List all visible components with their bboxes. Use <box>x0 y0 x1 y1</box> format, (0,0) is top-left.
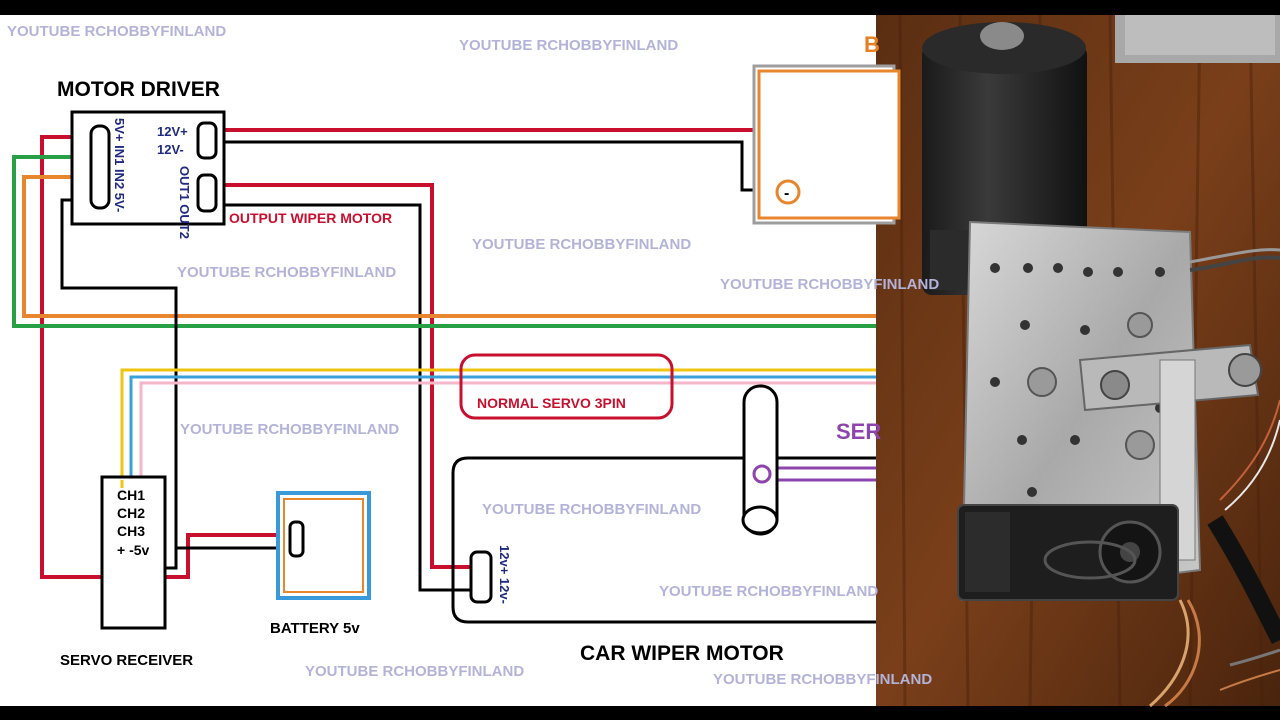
top-bar <box>0 0 1280 15</box>
wire-in2 <box>22 175 876 318</box>
watermark: YOUTUBE RCHOBBYFINLAND <box>7 23 226 40</box>
battery-12v-box: - B <box>752 32 901 225</box>
watermark: YOUTUBE RCHOBBYFINLAND <box>659 583 878 600</box>
battery-minus-terminal <box>775 179 801 205</box>
watermark: YOUTUBE RCHOBBYFINLAND <box>180 421 399 438</box>
watermark: YOUTUBE RCHOBBYFINLAND <box>177 264 396 281</box>
watermark: YOUTUBE RCHOBBYFINLAND <box>713 671 932 688</box>
motor-driver-title: MOTOR DRIVER <box>57 78 220 101</box>
car-wiper-motor: 12v+ 12v- CAR WIPER MOTOR <box>451 384 876 665</box>
watermark: YOUTUBE RCHOBBYFINLAND <box>305 663 524 680</box>
driver-12v-plus-label: 12V+ <box>157 124 188 139</box>
watermark: YOUTUBE RCHOBBYFINLAND <box>482 501 701 518</box>
wiper-motor-pins-label: 12v+ 12v- <box>497 545 512 604</box>
driver-power-connector <box>196 121 218 160</box>
driver-left-connector <box>89 124 111 210</box>
watermarks: YOUTUBE RCHOBBYFINLAND YOUTUBE RCHOBBYFI… <box>7 23 939 688</box>
photo-panel <box>876 14 1280 708</box>
wire-servo-yellow <box>120 368 876 488</box>
normal-servo-box: NORMAL SERVO 3PIN <box>459 353 674 420</box>
bottom-bar <box>0 706 1280 720</box>
battery-minus-sign: - <box>784 185 789 202</box>
driver-out-connector <box>196 173 218 213</box>
wire-out2 <box>205 203 475 592</box>
wire-servo-blue <box>129 375 876 488</box>
partial-servo-label: SER <box>836 419 881 444</box>
motor-driver: MOTOR DRIVER 5V+ IN1 IN2 5V- 12V+ 12V- O… <box>57 78 226 239</box>
battery-5v: BATTERY 5v <box>270 491 371 637</box>
receiver-ch1: CH1 <box>117 487 145 503</box>
wire-5v-minus <box>60 198 298 550</box>
driver-out-pins-label: OUT1 OUT2 <box>177 166 192 239</box>
driver-left-pins-label: 5V+ IN1 IN2 5V- <box>112 118 127 212</box>
watermark: YOUTUBE RCHOBBYFINLAND <box>720 276 939 293</box>
wire-servo-pink <box>139 381 876 488</box>
servo-receiver: CH1 CH2 CH3 + -5v SERVO RECEIVER <box>60 475 193 669</box>
wire-in1 <box>12 155 876 328</box>
wiper-motor-connector <box>469 550 493 604</box>
receiver-power: + -5v <box>117 542 150 558</box>
car-wiper-motor-title: CAR WIPER MOTOR <box>580 642 784 665</box>
battery-5v-title: BATTERY 5v <box>270 620 360 637</box>
normal-servo-label: NORMAL SERVO 3PIN <box>477 395 626 411</box>
servo-receiver-title: SERVO RECEIVER <box>60 652 193 669</box>
battery-5v-connector <box>288 520 305 558</box>
servo-photo <box>957 504 1179 601</box>
output-wiper-motor-label: OUTPUT WIPER MOTOR <box>229 210 392 226</box>
partial-top-right-label: B <box>864 32 880 57</box>
driver-12v-minus-label: 12V- <box>157 142 184 157</box>
receiver-ch3: CH3 <box>117 523 145 539</box>
watermark: YOUTUBE RCHOBBYFINLAND <box>472 236 691 253</box>
watermark: YOUTUBE RCHOBBYFINLAND <box>459 37 678 54</box>
receiver-ch2: CH2 <box>117 505 145 521</box>
